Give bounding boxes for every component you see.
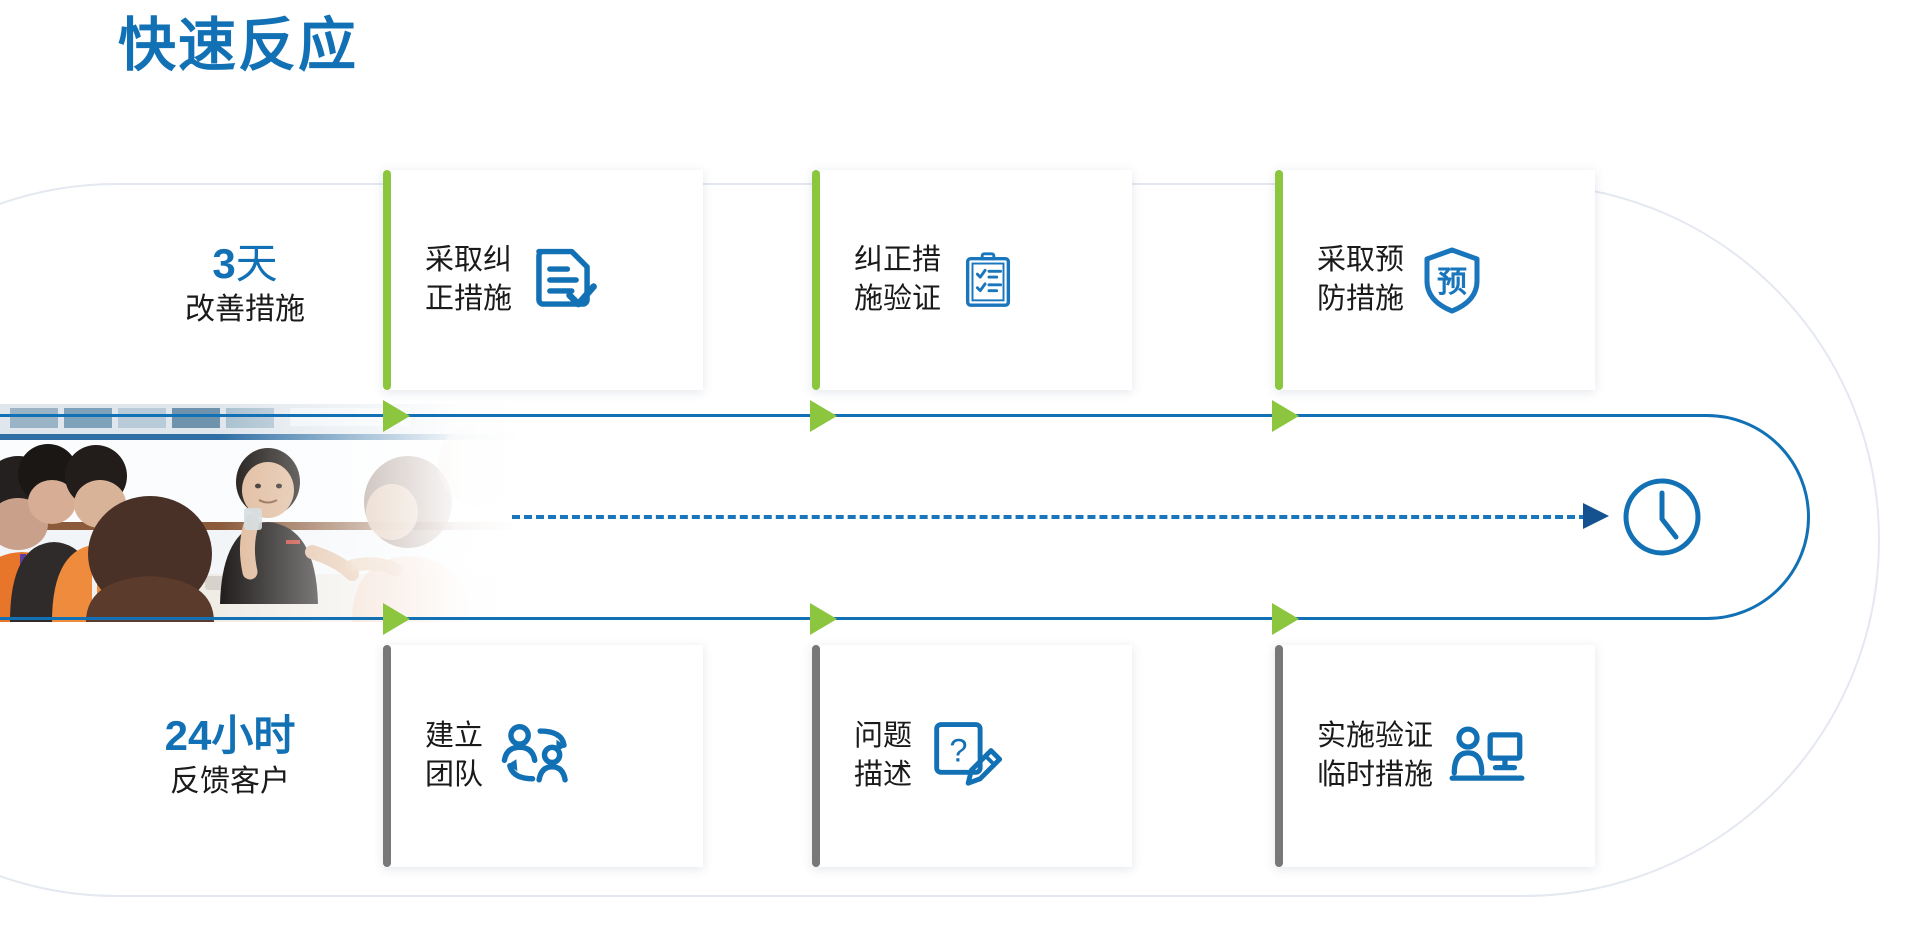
card-top-2-label: 纠正措 施验证 xyxy=(854,243,942,315)
photo-fade-overlay xyxy=(0,404,520,622)
stat-top-value: 3天 xyxy=(125,240,365,288)
card-bottom-1-accent xyxy=(383,645,391,867)
stat-top-number: 3 xyxy=(212,240,236,287)
card-bottom-3[interactable]: 实施验证 临时措施 xyxy=(1275,645,1595,867)
stat-top: 3天 改善措施 xyxy=(125,240,365,329)
svg-text:?: ? xyxy=(949,732,967,768)
page-title: 快速反应 xyxy=(118,13,359,78)
card-bottom-3-accent xyxy=(1275,645,1283,867)
flow-arrow-top-1 xyxy=(383,400,410,432)
flow-arrow-top-2 xyxy=(810,400,837,432)
card-top-3-accent xyxy=(1275,170,1283,390)
stat-bottom-value: 24小时 xyxy=(110,712,350,760)
stat-bottom: 24小时 反馈客户 xyxy=(110,712,350,801)
track-rail-bottom xyxy=(0,617,520,620)
card-bottom-2-label: 问题 描述 xyxy=(854,719,913,791)
team-collaboration-icon xyxy=(499,721,577,791)
card-top-1-label: 采取纠 正措施 xyxy=(425,243,513,315)
card-top-1[interactable]: 采取纠 正措施 xyxy=(383,170,703,390)
stat-top-unit: 天 xyxy=(235,240,278,287)
stat-top-subtitle: 改善措施 xyxy=(185,293,305,327)
card-top-3-label: 采取预 防措施 xyxy=(1317,243,1405,315)
card-top-3[interactable]: 采取预 防措施 预 xyxy=(1275,170,1595,390)
flow-arrow-top-3 xyxy=(1272,400,1299,432)
meeting-photo xyxy=(0,404,520,622)
timeline-track xyxy=(0,414,1810,620)
card-top-2[interactable]: 纠正措 施验证 xyxy=(812,170,1132,390)
question-note-pencil-icon: ? xyxy=(928,720,1004,792)
card-top-1-accent xyxy=(383,170,391,390)
card-bottom-1-label: 建立 团队 xyxy=(425,719,484,791)
card-bottom-2-accent xyxy=(812,645,820,867)
dashed-flow-line xyxy=(512,515,1587,519)
stat-bottom-number: 24 xyxy=(164,712,212,759)
clipboard-checklist-icon xyxy=(957,249,1019,311)
shield-icon-text: 预 xyxy=(1437,266,1467,299)
flow-arrow-bottom-3 xyxy=(1272,603,1299,635)
dashed-flow-arrowhead xyxy=(1583,503,1609,529)
flow-arrow-bottom-1 xyxy=(383,603,410,635)
track-rail-top xyxy=(0,414,520,417)
card-bottom-2[interactable]: 问题 描述 ? xyxy=(812,645,1132,867)
clock-icon xyxy=(1620,475,1704,559)
shield-prevention-icon: 预 xyxy=(1420,245,1484,315)
person-computer-icon xyxy=(1449,724,1525,788)
card-top-2-accent xyxy=(812,170,820,390)
stat-bottom-unit: 小时 xyxy=(211,712,296,759)
document-check-icon xyxy=(528,245,598,315)
flow-arrow-bottom-2 xyxy=(810,603,837,635)
card-bottom-3-label: 实施验证 临时措施 xyxy=(1317,719,1434,791)
stat-bottom-subtitle: 反馈客户 xyxy=(170,765,290,799)
card-bottom-1[interactable]: 建立 团队 xyxy=(383,645,703,867)
